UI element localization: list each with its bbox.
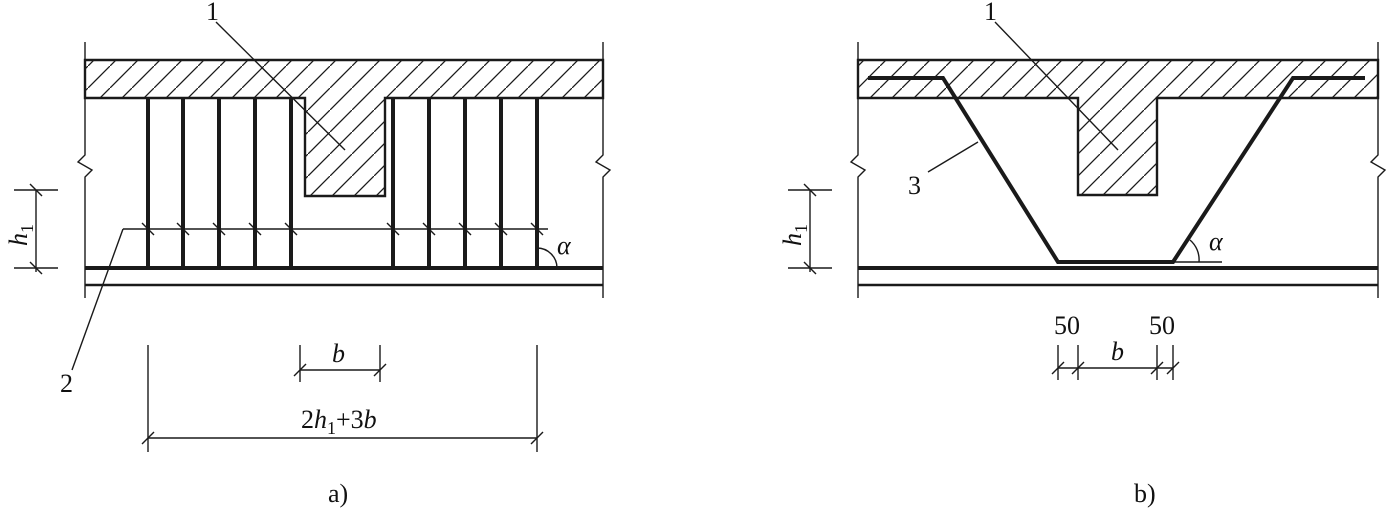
angle-label: α: [1209, 227, 1224, 256]
callout-leader-2: [71, 228, 124, 371]
left-edge: [849, 42, 867, 298]
caption-b: b): [1134, 479, 1156, 508]
stirrup-group: [146, 98, 539, 268]
angle-arc: [1189, 239, 1200, 263]
callout-label-2: 2: [60, 369, 73, 398]
callout-leader-1: [215, 21, 346, 151]
reference-ticks: [141, 222, 544, 236]
right-edge: [1369, 42, 1387, 298]
b-label: b: [1111, 337, 1124, 366]
h1-dimension: h1: [778, 183, 832, 275]
angle-arc: [536, 247, 558, 269]
left-edge: [76, 42, 94, 298]
h1-sub: 1: [17, 224, 37, 233]
dim-right-label: 50: [1149, 311, 1175, 340]
b-dimension: b: [293, 339, 387, 382]
right-edge: [594, 42, 612, 298]
total-sub: 1: [327, 418, 336, 438]
bent-bar: [868, 76, 1365, 264]
callout-label-1: 1: [984, 0, 997, 26]
svg-text:2h1+3b: 2h1+3b: [301, 405, 377, 438]
b-label: b: [332, 339, 345, 368]
h1-var: h: [778, 233, 807, 246]
h1-sub: 1: [791, 224, 811, 233]
slab-section: [83, 58, 605, 198]
total-var2: b: [364, 405, 377, 434]
svg-text:h1: h1: [4, 224, 37, 246]
callout-leader-3: [927, 141, 979, 173]
total-mid: +3: [336, 405, 364, 434]
h1-var: h: [4, 233, 33, 246]
dim-left-label: 50: [1054, 311, 1080, 340]
callout-leader-1: [994, 21, 1119, 151]
slab-section: [856, 58, 1380, 197]
svg-text:h1: h1: [778, 224, 811, 246]
total-dimension: 2h1+3b: [141, 345, 544, 452]
total-var1: h: [314, 405, 327, 434]
callout-label-3: 3: [908, 171, 921, 200]
panel-a: α 1 2 h1 b: [4, 0, 612, 508]
bottom-dimension: 50 b 50: [1051, 311, 1180, 380]
panel-b: α 1 3 h1 50: [778, 0, 1387, 508]
angle-label: α: [557, 231, 572, 260]
callout-label-1: 1: [206, 0, 219, 26]
caption-a: a): [328, 479, 348, 508]
h1-dimension: h1: [4, 183, 58, 275]
total-prefix: 2: [301, 405, 314, 434]
